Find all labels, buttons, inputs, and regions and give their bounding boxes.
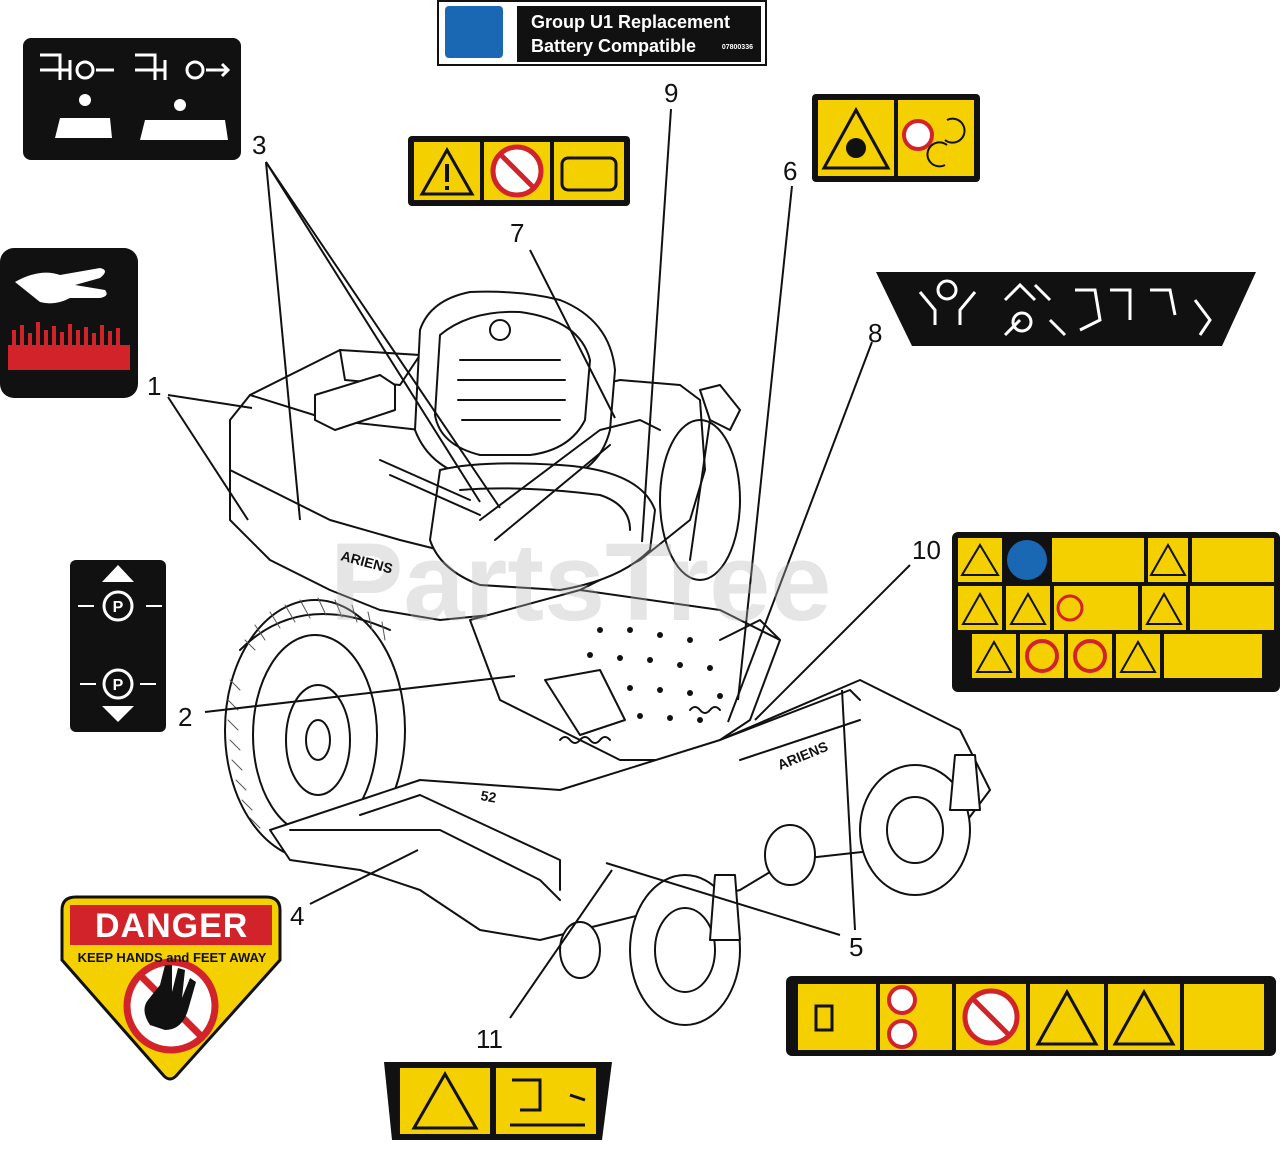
battery-line-2: Battery Compatible	[531, 36, 697, 56]
battery-line-1: Group U1 Replacement	[531, 12, 731, 32]
callout-4[interactable]: 4	[290, 901, 305, 931]
callout-2[interactable]: 2	[178, 702, 193, 732]
callout-8[interactable]: 8	[868, 318, 883, 348]
callout-11[interactable]: 11	[476, 1024, 503, 1054]
blade-safety-decal	[786, 976, 1276, 1056]
drive-release-decal	[23, 38, 241, 160]
callout-3[interactable]: 3	[252, 130, 267, 160]
battery-compatibility-decal: Group U1 Replacement Battery Compatible …	[437, 0, 767, 66]
mower-drawing	[224, 290, 991, 1026]
callout-6[interactable]: 6	[783, 156, 798, 186]
danger-subtitle: KEEP HANDS and FEET AWAY	[77, 950, 267, 965]
callout-9[interactable]: 9	[664, 78, 679, 108]
callout-1[interactable]: 1	[147, 371, 162, 401]
manual-reader-icon	[445, 6, 503, 58]
watermark-text: PartsTree	[330, 521, 831, 644]
callout-7[interactable]: 7	[510, 218, 525, 248]
safety-operation-decal	[952, 532, 1280, 692]
callout-5[interactable]: 5	[849, 932, 864, 962]
steering-direction-decal	[876, 272, 1256, 346]
deck-size-label: 52	[479, 787, 497, 805]
danger-decal	[60, 895, 282, 1081]
svg-text:P: P	[113, 677, 124, 694]
entanglement-decal	[812, 94, 980, 182]
battery-text-box: Group U1 Replacement Battery Compatible …	[517, 6, 761, 62]
svg-text:P: P	[113, 599, 124, 616]
leader-lines	[167, 108, 911, 1019]
callout-10[interactable]: 10	[912, 535, 941, 565]
parking-brake-decal: P P	[70, 560, 166, 732]
battery-decal-code: 07800336	[721, 44, 753, 51]
danger-title: DANGER	[95, 907, 249, 945]
hot-surface-decal	[0, 248, 138, 398]
fuel-warning-decal	[408, 136, 630, 206]
deck-discharge-decal	[384, 1062, 612, 1140]
